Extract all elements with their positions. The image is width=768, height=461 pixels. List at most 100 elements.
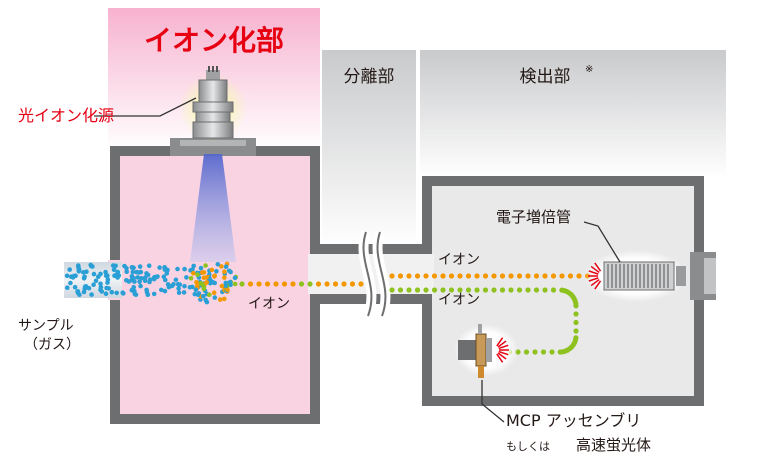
gas-particle (98, 281, 103, 287)
ionization-particle (219, 264, 224, 269)
ion-particle-orange (576, 273, 582, 279)
gas-particle (75, 289, 80, 294)
gas-particle (132, 279, 137, 284)
gas-particle (113, 263, 118, 269)
gas-particle (188, 268, 193, 273)
gas-particle (89, 292, 94, 297)
ionization-particle (228, 269, 233, 275)
ionization-particle (204, 280, 209, 285)
ionization-particle (201, 286, 207, 292)
ion-particle (281, 281, 288, 287)
ion-particle-green (523, 349, 530, 355)
gas-particle (98, 271, 103, 277)
ion-particle-orange (397, 273, 404, 279)
gas-particle (69, 274, 74, 280)
leader-mcp (481, 380, 505, 423)
gas-particle (91, 282, 96, 288)
ion-particle (273, 281, 279, 287)
ionization-title: イオン化部 (144, 24, 284, 57)
ion-particle-green (557, 349, 563, 355)
ionization-particle (203, 263, 208, 268)
ion-particle-green (431, 287, 438, 293)
ionization-particle (217, 297, 223, 302)
ion-particle-green (491, 287, 497, 293)
detection-title: 検出部 (520, 67, 571, 87)
electron-multiplier-icon (584, 250, 688, 302)
gas-particle (175, 281, 181, 287)
gas-particle (122, 263, 127, 269)
ion-particle-green (573, 311, 579, 317)
ion-particle-orange (516, 273, 523, 279)
gas-particle (124, 269, 129, 275)
gas-particle (68, 280, 73, 286)
gas-particle (147, 279, 152, 285)
gas-particle (135, 275, 140, 280)
gas-particle (144, 271, 149, 276)
ion-particle-orange (431, 273, 438, 279)
ionization-particle (215, 262, 221, 267)
ionization-particle (228, 282, 233, 288)
ion-label-lower: イオン (438, 292, 480, 308)
ionization-particle (195, 272, 200, 278)
ion-particle-green (465, 287, 472, 293)
ionization-particle (219, 283, 225, 289)
ion-particle-orange (440, 273, 446, 279)
ion-particle-green (423, 287, 429, 293)
gas-particle (159, 287, 164, 293)
ion-particle-green (499, 287, 506, 293)
ion-particle (256, 281, 262, 287)
ionization-particle (222, 269, 227, 275)
gas-particle (76, 266, 82, 272)
ion-particle-orange (465, 273, 472, 279)
ionization-particle (188, 276, 194, 281)
detection-footnote-mark: ※ (585, 64, 593, 75)
ionization-particles (188, 261, 239, 305)
ion-particle-green (397, 287, 404, 293)
gas-particle (103, 269, 108, 275)
gas-particle (136, 270, 141, 275)
tube-break-symbol (358, 230, 391, 318)
sample-label: サンプル (18, 318, 74, 334)
gas-particle (182, 283, 187, 289)
ionization-particle (214, 269, 219, 274)
gas-particle (105, 273, 110, 278)
ion-particle-green (550, 287, 557, 293)
ion-particle-orange (542, 273, 548, 279)
ion-particle-green (474, 287, 480, 293)
ion-particle (358, 281, 364, 287)
separation-section-bg (322, 50, 416, 248)
ion-particle (290, 281, 296, 287)
gas-particle (182, 266, 187, 272)
ionization-particle (222, 296, 227, 302)
ion-particle-orange (482, 273, 489, 279)
light-source-label: 光イオン化源 (18, 106, 114, 125)
ion-particle-orange (559, 273, 565, 279)
gas-particle (82, 274, 87, 280)
ion-particle-green (414, 287, 421, 293)
gas-particle (114, 290, 119, 296)
ion-particle-orange (423, 273, 429, 279)
ion-particle (307, 281, 313, 287)
ion-particle-green (573, 328, 579, 334)
gas-particle (184, 275, 189, 280)
gas-particle (145, 292, 151, 298)
ion-particle-green (457, 287, 463, 293)
ion-particle (332, 281, 339, 287)
gas-particle (198, 265, 204, 271)
separation-title: 分離部 (344, 67, 395, 87)
ionization-particle (212, 280, 217, 286)
ion-particle (341, 281, 347, 287)
ion-stream-left (239, 281, 364, 287)
gas-particle (155, 274, 160, 279)
ionization-particle (223, 264, 229, 270)
ion-particle-orange (567, 273, 574, 279)
ion-particle-green (540, 349, 547, 355)
ion-particle-orange (525, 273, 531, 279)
gas-particle (173, 277, 179, 283)
ionization-particle (191, 270, 196, 276)
gas-particle (165, 267, 170, 273)
gas-particle (104, 285, 109, 291)
ionization-particle (204, 275, 209, 280)
gas-particle (124, 278, 129, 283)
